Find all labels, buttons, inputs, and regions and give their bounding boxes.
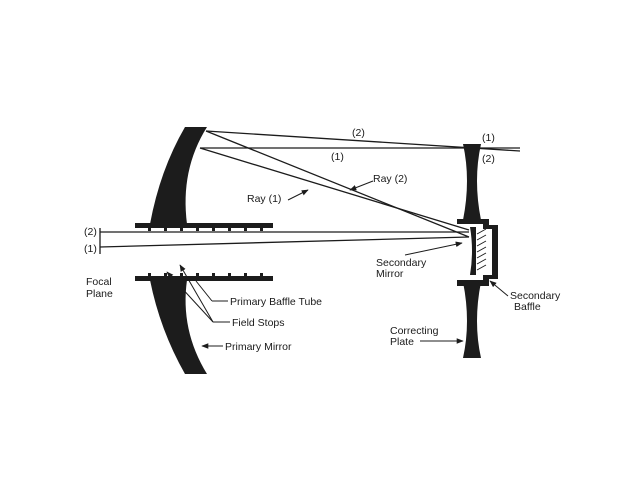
primary-baffle-tube-lower (135, 276, 273, 281)
correcting-plate-upper (463, 144, 481, 220)
light-rays (99, 130, 521, 254)
primary-baffle-tube-label: Primary Baffle Tube (230, 296, 322, 308)
field-stops-label: Field Stops (232, 317, 285, 329)
ray2-label: Ray (2) (373, 173, 407, 185)
correcting-plate-label-line2: Plate (390, 336, 414, 348)
ray2-top-label: (2) (352, 127, 365, 139)
field-stops-lower (148, 273, 263, 276)
ray1-plate-label: (1) (482, 132, 495, 144)
ray2-plate-label: (2) (482, 153, 495, 165)
secondary-mirror (470, 227, 476, 275)
secondary-mirror-label-line1: Secondary (376, 257, 427, 269)
focal-ray2-label: (2) (84, 226, 97, 238)
secondary-baffle (457, 219, 498, 286)
focal-plane-label-line1: Focal (86, 276, 112, 288)
secondary-mirror-hatch (476, 228, 487, 271)
ray1-top-label: (1) (331, 151, 344, 163)
secondary-baffle-label-line2: Baffle (514, 301, 541, 313)
primary-mirror-label: Primary Mirror (225, 341, 292, 353)
primary-mirror-lower (150, 280, 207, 374)
correcting-plate-label-line1: Correcting (390, 325, 439, 337)
secondary-mirror-label-line2: Mirror (376, 268, 404, 280)
primary-mirror-upper (150, 127, 207, 224)
ray1-label: Ray (1) (247, 193, 281, 205)
field-stops-upper (148, 228, 263, 231)
focal-ray1-label: (1) (84, 243, 97, 255)
leader-arrows (166, 180, 509, 349)
focal-plane-label-line2: Plane (86, 288, 113, 300)
correcting-plate-lower (463, 282, 481, 358)
secondary-baffle-label-line1: Secondary (510, 290, 561, 302)
primary-baffle-tube-upper (135, 223, 273, 228)
